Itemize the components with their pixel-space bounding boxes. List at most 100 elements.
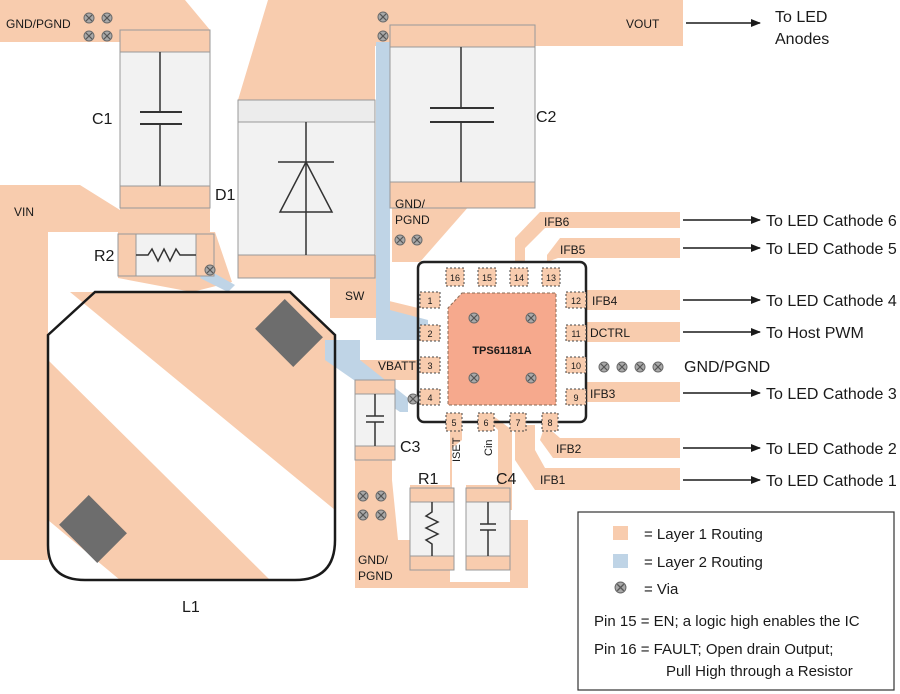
label-ifb6: IFB6 [544, 215, 570, 229]
capacitor-c2 [389, 24, 536, 209]
via [357, 490, 369, 502]
pin-5: 5 [451, 418, 456, 428]
label-cin: Cin [483, 439, 495, 456]
via [375, 490, 387, 502]
gnd-bottom-pour [355, 460, 528, 588]
pin-4: 4 [427, 393, 432, 403]
pin-7: 7 [515, 418, 520, 428]
label-vbatt: VBATT [378, 359, 416, 373]
inductor-l1 [46, 290, 337, 582]
legend-note-pin16-line2: Pull High through a Resistor [666, 663, 853, 680]
capacitor-c1 [119, 29, 211, 209]
label-gnd-pgnd-bottom-line2: PGND [358, 569, 393, 583]
ifb4-trace [585, 290, 680, 310]
label-c4: C4 [496, 471, 517, 488]
label-ifb3: IFB3 [590, 387, 616, 401]
legend-layer1-text: = Layer 1 Routing [644, 526, 763, 543]
via [83, 30, 95, 42]
ifb5-trace [547, 238, 680, 262]
via [101, 12, 113, 24]
label-gnd-pgnd-right: GND/PGND [684, 359, 770, 376]
pin-12: 12 [571, 296, 581, 306]
via [83, 12, 95, 24]
pin-1: 1 [427, 296, 432, 306]
via [394, 234, 406, 246]
label-l1: L1 [182, 599, 200, 616]
resistor-r1 [409, 487, 455, 571]
legend-swatch-layer2 [613, 554, 628, 568]
r1-trace [410, 415, 462, 510]
dest-cathode5: To LED Cathode 5 [766, 241, 897, 258]
via [375, 509, 387, 521]
via [407, 393, 419, 405]
label-iset: ISET [451, 437, 463, 462]
pin-10: 10 [571, 361, 581, 371]
label-ifb4: IFB4 [592, 294, 618, 308]
label-gnd-pgnd-mid-line1: GND/ [395, 197, 426, 211]
l1-pad-top [70, 292, 335, 510]
legend: = Layer 1 Routing = Layer 2 Routing = Vi… [577, 511, 895, 691]
label-c3: C3 [400, 439, 421, 456]
via [525, 312, 537, 324]
legend-swatch-layer1 [613, 526, 628, 540]
layer2-trace-vertical [376, 42, 428, 340]
label-d1: D1 [215, 187, 236, 204]
labels: GND/PGND VOUT To LED Anodes C1 C2 D1 VIN… [6, 9, 897, 616]
via [411, 234, 423, 246]
label-ifb5: IFB5 [560, 243, 586, 257]
label-dctrl: DCTRL [590, 326, 630, 340]
label-c1: C1 [92, 111, 113, 128]
pin-16: 16 [450, 273, 460, 283]
dest-cathode4: To LED Cathode 4 [766, 293, 897, 310]
via [468, 312, 480, 324]
label-r1: R1 [418, 471, 439, 488]
label-c2: C2 [536, 109, 557, 126]
ifb1-trace [515, 425, 680, 490]
dest-cathode1: To LED Cathode 1 [766, 473, 897, 490]
ifb2-trace [540, 425, 680, 458]
label-r2: R2 [94, 248, 115, 265]
signal-arrows [683, 19, 761, 484]
via [377, 30, 389, 42]
label-vin: VIN [14, 205, 34, 219]
label-vout: VOUT [626, 17, 660, 31]
pin-9: 9 [573, 393, 578, 403]
via [468, 372, 480, 384]
label-gnd-pgnd-topleft: GND/PGND [6, 17, 71, 31]
c4-trace [466, 415, 512, 510]
pin-8: 8 [547, 418, 552, 428]
legend-via-text: = Via [644, 581, 679, 598]
label-sw: SW [345, 289, 365, 303]
via [525, 372, 537, 384]
dest-host-pwm: To Host PWM [766, 325, 864, 342]
label-gnd-pgnd-bottom-line1: GND/ [358, 553, 389, 567]
vin-trace [0, 185, 210, 560]
pin-11: 11 [571, 329, 580, 339]
ifb3-trace [585, 382, 680, 402]
dest-cathode6: To LED Cathode 6 [766, 213, 897, 230]
legend-note-pin16-line1: Pin 16 = FAULT; Open drain Output; [594, 641, 833, 658]
dctrl-trace [585, 322, 680, 342]
pin-14: 14 [514, 273, 524, 283]
via [357, 509, 369, 521]
label-gnd-pgnd-mid-line2: PGND [395, 213, 430, 227]
pin-6: 6 [483, 418, 488, 428]
label-to-led-anodes-line1: To LED [775, 9, 827, 26]
ic-package-outline [416, 260, 588, 424]
pin-3: 3 [427, 361, 432, 371]
capacitor-c4 [465, 487, 511, 571]
ic-name: TPS61181A [472, 345, 531, 357]
legend-via-icon [614, 581, 627, 594]
legend-note-pin15: Pin 15 = EN; a logic high enables the IC [594, 613, 860, 630]
capacitor-c3 [354, 379, 396, 461]
ifb6-trace [515, 212, 680, 262]
via [652, 361, 664, 373]
via [598, 361, 610, 373]
diode-d1 [237, 99, 376, 279]
dest-cathode3: To LED Cathode 3 [766, 386, 897, 403]
via [101, 30, 113, 42]
label-ifb2: IFB2 [556, 442, 582, 456]
label-to-led-anodes-line2: Anodes [775, 31, 829, 48]
